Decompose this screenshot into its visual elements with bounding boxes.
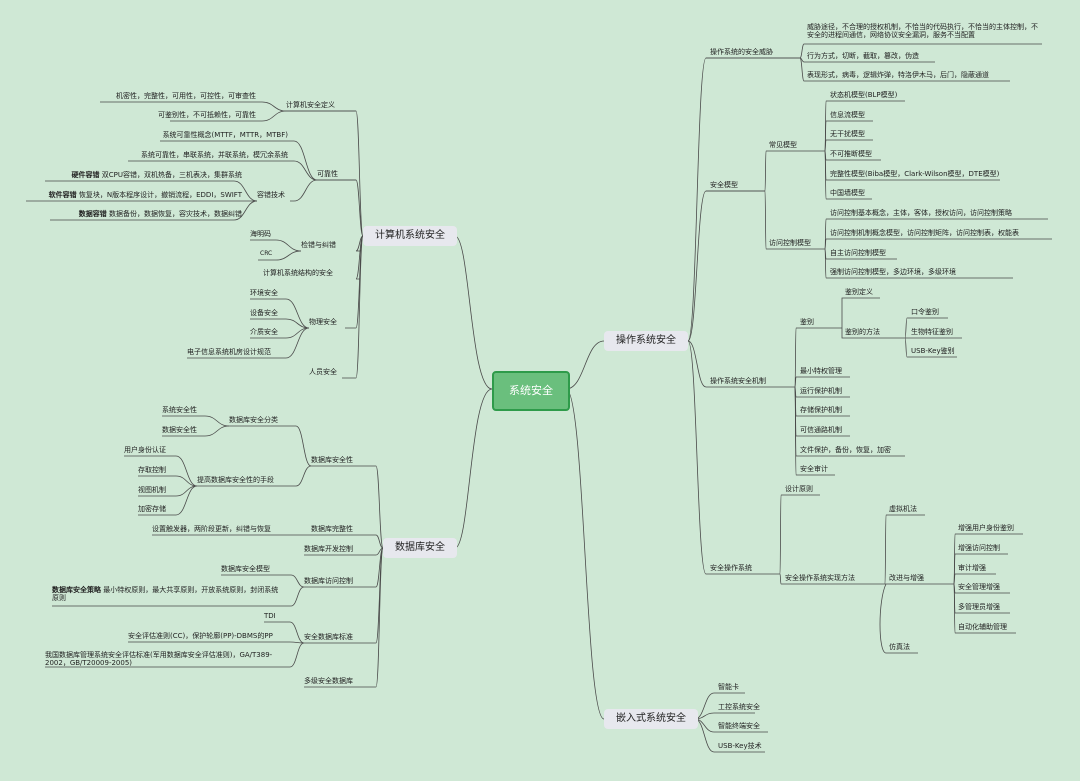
leaf-cn-db-standard: 我国数据库管理系统安全评估标准(军用数据库安全评估准则)，GA/T389-200… [45, 651, 273, 668]
topic-db-security-classification[interactable]: 数据库安全分类 [229, 416, 278, 424]
leaf-data-fault-tolerance: 数据容错 数据备份，数据恢复，容灾技术，数据纠错 [78, 210, 242, 218]
topic-error-detection[interactable]: 检错与纠错 [301, 241, 336, 249]
topic-os-threats[interactable]: 操作系统的安全威胁 [710, 48, 773, 56]
topic-reliability[interactable]: 可靠性 [317, 170, 338, 178]
topic-access-control-models[interactable]: 访问控制模型 [769, 239, 811, 247]
leaf-data-security: 数据安全性 [162, 426, 197, 434]
leaf-usbkey-auth: USB-Key鉴别 [911, 347, 955, 355]
leaf-security-audit: 安全审计 [800, 465, 828, 473]
leaf-software-fault-tolerance: 软件容错 恢复块，N版本程序设计，撤销流程，EDDI，SWIFT [48, 191, 242, 199]
topic-physical-security[interactable]: 物理安全 [309, 318, 337, 326]
leaf-hamming-code: 海明码 [250, 230, 271, 238]
leaf-reliability-1: 系统可靠性概念(MTTF，MTTR，MTBF) [162, 131, 288, 139]
leaf-db-security-policy: 数据库安全策略 最小特权原则，最大共享原则，开放系统原则，封闭系统原则 [52, 586, 279, 603]
leaf-integrity-model: 完整性模型(Biba模型，Clark-Wilson模型，DTE模型) [830, 170, 1000, 178]
leaf-chinese-wall-model: 中国墙模型 [830, 189, 865, 197]
leaf-encrypted-storage: 加密存储 [138, 505, 166, 513]
leaf-ics-security: 工控系统安全 [718, 703, 760, 711]
leaf-dac-model: 自主访问控制模型 [830, 249, 886, 257]
topic-security-definition[interactable]: 计算机安全定义 [286, 101, 335, 109]
leaf-design-principles: 设计原则 [785, 485, 813, 493]
leaf-hardware-fault-tolerance: 硬件容错 双CPU容错，双机热备，三机表决，集群系统 [71, 171, 242, 179]
topic-db-security-means[interactable]: 提高数据库安全性的手段 [197, 476, 274, 484]
branch-os-security[interactable]: 操作系统安全 [604, 331, 688, 351]
leaf-crc: CRC [260, 250, 273, 257]
leaf-access-control: 存取控制 [138, 466, 166, 474]
topic-db-dev-control[interactable]: 数据库开发控制 [304, 545, 353, 553]
leaf-smart-terminal: 智能终端安全 [718, 722, 760, 730]
leaf-auth-definition: 鉴别定义 [845, 288, 873, 296]
leaf-user-authentication: 用户身份认证 [124, 446, 166, 454]
topic-db-security[interactable]: 数据库安全性 [311, 456, 353, 464]
leaf-info-flow-model: 信息流模型 [830, 111, 865, 119]
leaf-db-integrity-means: 设置触发器，两阶段更新，纠错与恢复 [152, 525, 271, 533]
leaf-password-auth: 口令鉴别 [911, 308, 939, 316]
topic-secure-os[interactable]: 安全操作系统 [710, 564, 752, 572]
leaf-smart-card: 智能卡 [718, 683, 739, 691]
leaf-mac-model: 强制访问控制模型，多边环境，多级环境 [830, 268, 956, 276]
leaf-environment-security: 环境安全 [250, 289, 278, 297]
topic-db-integrity[interactable]: 数据库完整性 [311, 525, 353, 533]
topic-system-architecture[interactable]: 计算机系统结构的安全 [263, 269, 333, 277]
leaf-cc-pp: 安全评估准则(CC)，保护轮廓(PP)-DBMS的PP [128, 632, 273, 640]
leaf-least-privilege: 最小特权管理 [800, 367, 842, 375]
leaf-access-mechanism: 访问控制机制概念模型，访问控制矩阵，访问控制表，权能表 [830, 229, 1019, 237]
leaf-virtual-machine-method: 虚拟机法 [889, 505, 917, 513]
leaf-noninterference-model: 无干扰模型 [830, 130, 865, 138]
leaf-system-security: 系统安全性 [162, 406, 197, 414]
leaf-media-security: 介质安全 [250, 328, 278, 336]
leaf-enhance-access-control: 增强访问控制 [958, 544, 1000, 552]
leaf-machine-room-spec: 电子信息系统机房设计规范 [187, 348, 271, 356]
leaf-tdi: TDI [264, 612, 276, 620]
leaf-run-protection: 运行保护机制 [800, 387, 842, 395]
leaf-db-security-model: 数据库安全模型 [221, 565, 270, 573]
leaf-audit-enhance: 审计增强 [958, 564, 986, 572]
topic-improve-enhance[interactable]: 改进与增强 [889, 574, 924, 582]
topic-os-mechanisms[interactable]: 操作系统安全机制 [710, 377, 766, 385]
topic-auth-methods[interactable]: 鉴别的方法 [845, 328, 880, 336]
leaf-auto-assist-mgmt: 自动化辅助管理 [958, 623, 1007, 631]
topic-implementation-methods[interactable]: 安全操作系统实现方法 [785, 574, 855, 582]
leaf-biometric-auth: 生物特征鉴别 [911, 328, 953, 336]
leaf-threat-behavior: 行为方式，切断，截取，篡改，伪造 [807, 52, 919, 60]
leaf-usbkey-tech: USB-Key技术 [718, 742, 762, 750]
leaf-threat-form: 表现形式，病毒，逻辑炸弹，特洛伊木马，后门，隐蔽通道 [807, 71, 989, 79]
leaf-device-security: 设备安全 [250, 309, 278, 317]
topic-multilevel-db[interactable]: 多级安全数据库 [304, 677, 353, 685]
leaf-definition-1: 机密性，完整性，可用性，可控性，可审查性 [116, 92, 256, 100]
leaf-file-protection: 文件保护，备份，恢复，加密 [800, 446, 891, 454]
leaf-emulation-method: 仿真法 [889, 643, 910, 651]
branch-database-security[interactable]: 数据库安全 [383, 538, 457, 558]
leaf-security-mgmt-enhance: 安全管理增强 [958, 583, 1000, 591]
topic-security-models[interactable]: 安全模型 [710, 181, 738, 189]
leaf-nondeducibility-model: 不可推断模型 [830, 150, 872, 158]
root-node[interactable]: 系统安全 [492, 371, 570, 411]
branch-embedded-security[interactable]: 嵌入式系统安全 [604, 709, 698, 729]
leaf-access-basics: 访问控制基本概念，主体，客体，授权访问，访问控制策略 [830, 209, 1012, 217]
topic-fault-tolerance[interactable]: 容错技术 [257, 191, 285, 199]
leaf-trusted-path: 可信通路机制 [800, 426, 842, 434]
topic-common-models[interactable]: 常见模型 [769, 141, 797, 149]
topic-personnel-security[interactable]: 人员安全 [309, 368, 337, 376]
leaf-definition-2: 可鉴别性，不可抵赖性，可靠性 [158, 111, 256, 119]
leaf-storage-protection: 存储保护机制 [800, 406, 842, 414]
leaf-reliability-2: 系统可靠性，串联系统，并联系统，模冗余系统 [141, 151, 288, 159]
leaf-view-mechanism: 视图机制 [138, 486, 166, 494]
topic-db-access-control[interactable]: 数据库访问控制 [304, 577, 353, 585]
leaf-enhance-user-auth: 增强用户身份鉴别 [958, 524, 1014, 532]
leaf-blp-model: 状态机模型(BLP模型) [830, 91, 898, 99]
leaf-multi-admin-enhance: 多管理员增强 [958, 603, 1000, 611]
leaf-threat-path: 威胁途径，不合理的授权机制，不恰当的代码执行，不恰当的主体控制，不安全的进程间通… [807, 23, 1038, 40]
topic-authentication[interactable]: 鉴别 [800, 318, 814, 326]
branch-computer-system-security[interactable]: 计算机系统安全 [363, 226, 457, 246]
topic-db-standard[interactable]: 安全数据库标准 [304, 633, 353, 641]
